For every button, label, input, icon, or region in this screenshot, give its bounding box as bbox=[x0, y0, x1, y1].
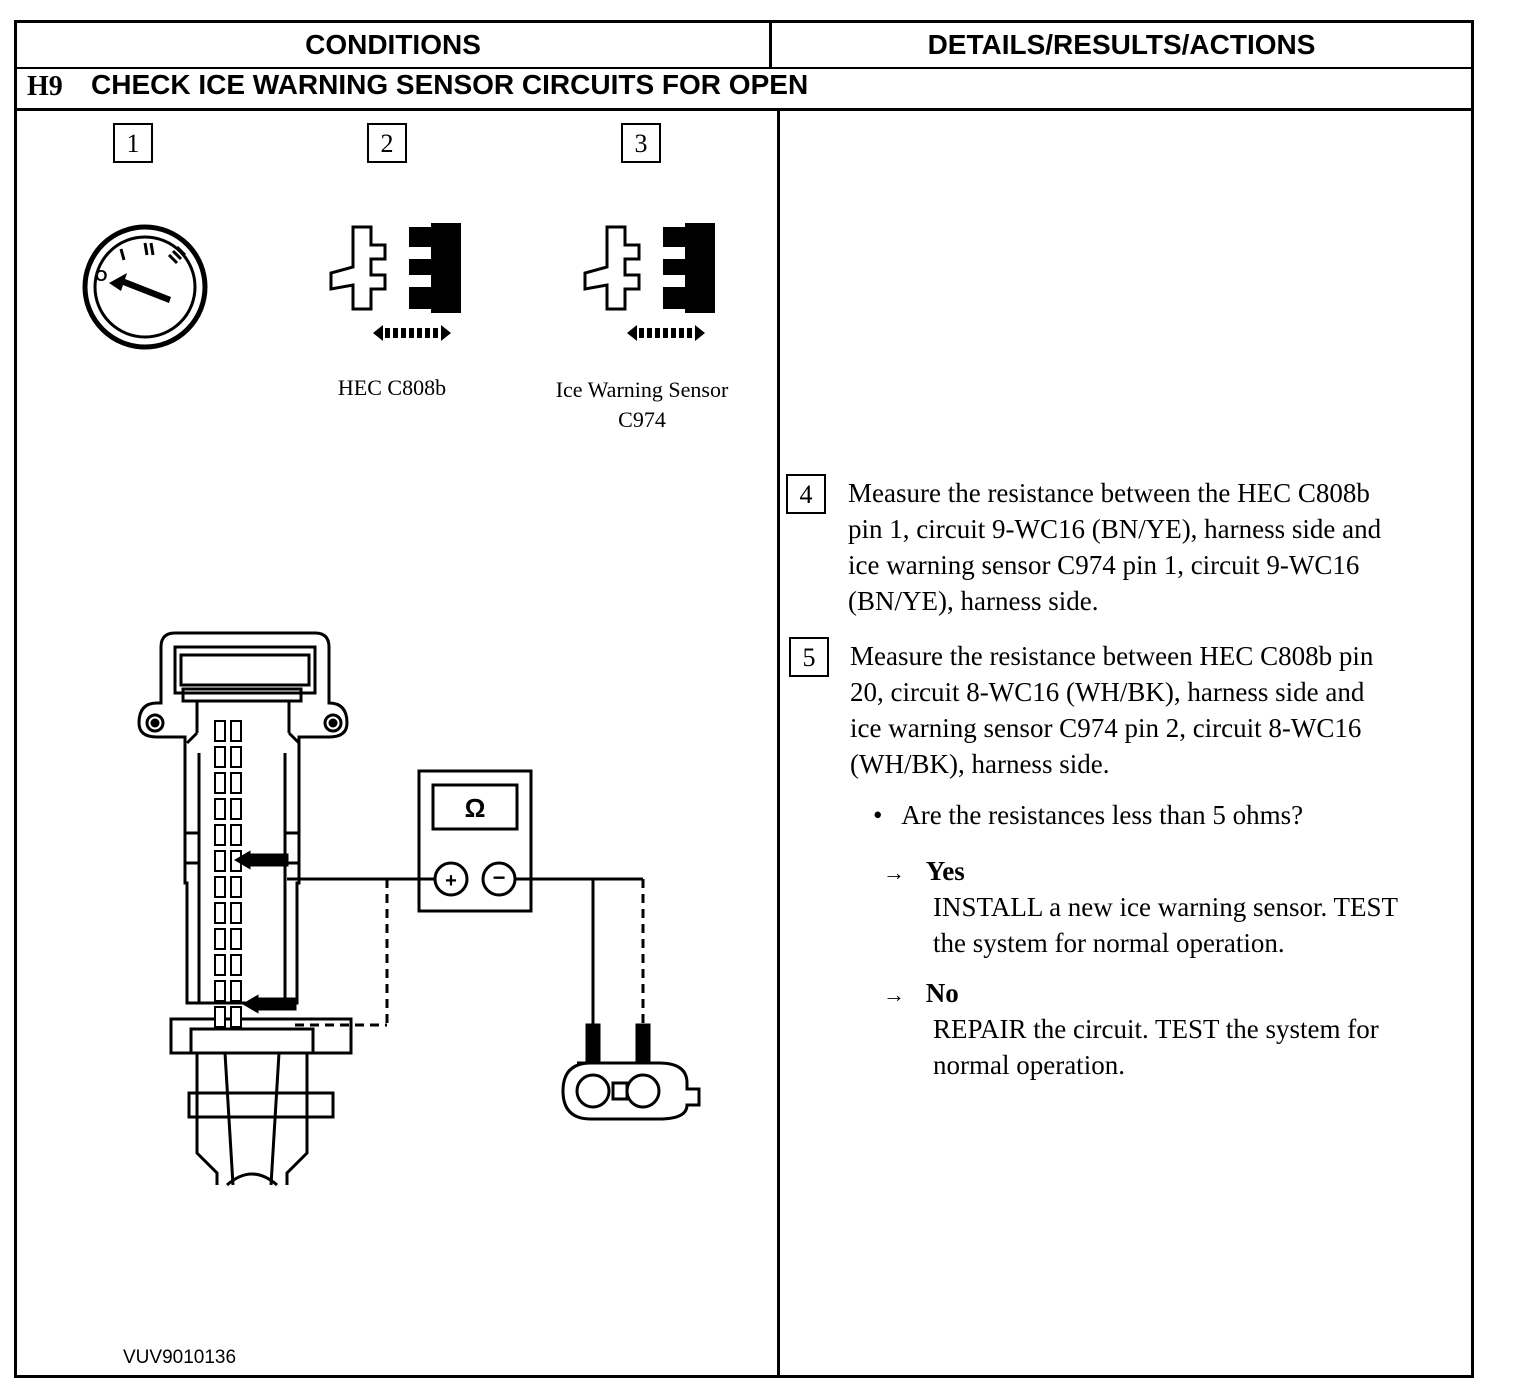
yes-label: Yes bbox=[925, 856, 965, 886]
action-line: normal operation. bbox=[933, 1050, 1125, 1080]
step-5-instruction: Measure the resistance between HEC C808b… bbox=[850, 638, 1465, 782]
conditions-header: CONDITIONS bbox=[17, 23, 772, 67]
instruction-line: ice warning sensor C974 pin 1, circuit 9… bbox=[848, 550, 1360, 580]
action-line: the system for normal operation. bbox=[933, 928, 1285, 958]
ohmmeter: Ω + − bbox=[417, 769, 533, 913]
step-number-2: 2 bbox=[367, 123, 407, 163]
instruction-line: (BN/YE), harness side. bbox=[848, 586, 1099, 616]
question-text: Are the resistances less than 5 ohms? bbox=[901, 800, 1304, 830]
test-wires bbox=[287, 877, 645, 1027]
table-header: CONDITIONS DETAILS/RESULTS/ACTIONS bbox=[17, 23, 1471, 69]
svg-text:−: − bbox=[493, 865, 506, 890]
column-divider bbox=[777, 111, 780, 1375]
ohm-symbol: Ω bbox=[465, 793, 486, 823]
svg-text:+: + bbox=[445, 870, 457, 892]
diagnostic-table: CONDITIONS DETAILS/RESULTS/ACTIONS H9 CH… bbox=[14, 20, 1474, 1378]
connector-disconnect-icon bbox=[583, 223, 715, 341]
probe-leads bbox=[234, 850, 297, 1014]
instruction-line: 20, circuit 8-WC16 (WH/BK), harness side… bbox=[850, 677, 1365, 707]
details-header: DETAILS/RESULTS/ACTIONS bbox=[927, 29, 1316, 60]
svg-text:O: O bbox=[95, 268, 107, 285]
figure-id: VUV9010136 bbox=[123, 1347, 237, 1368]
instruction-line: pin 1, circuit 9-WC16 (BN/YE), harness s… bbox=[848, 514, 1382, 544]
arrow-right-icon: → bbox=[883, 982, 905, 1007]
no-label: No bbox=[925, 978, 959, 1008]
instruction-line: ice warning sensor C974 pin 2, circuit 8… bbox=[850, 713, 1362, 743]
wiring-diagram: Ω + − bbox=[137, 631, 701, 1187]
arrow-right-icon: → bbox=[883, 860, 905, 885]
no-branch: → No bbox=[883, 975, 959, 1013]
ice-warning-sensor-connector bbox=[561, 1023, 701, 1121]
yes-branch: → Yes bbox=[883, 853, 965, 891]
step-id: H9 bbox=[27, 71, 63, 102]
instruction-line: Measure the resistance between the HEC C… bbox=[848, 478, 1370, 508]
action-line: REPAIR the circuit. TEST the system for bbox=[933, 1014, 1379, 1044]
action-line: INSTALL a new ice warning sensor. TEST bbox=[933, 892, 1398, 922]
step-number-4: 4 bbox=[786, 474, 826, 514]
step-number-3: 3 bbox=[621, 123, 661, 163]
question-bullet: • Are the resistances less than 5 ohms? bbox=[873, 797, 1303, 833]
hec-c808b-caption: HEC C808b bbox=[337, 375, 447, 400]
connector-pins bbox=[214, 720, 242, 1028]
step-4-instruction: Measure the resistance between the HEC C… bbox=[848, 475, 1463, 619]
caption-line: C974 bbox=[618, 407, 666, 432]
instruction-line: Measure the resistance between HEC C808b… bbox=[850, 641, 1374, 671]
connector-disconnect-icon bbox=[329, 223, 461, 341]
bullet-icon: • bbox=[873, 800, 883, 830]
instruction-line: (WH/BK), harness side. bbox=[850, 749, 1110, 779]
step-title-row: H9 CHECK ICE WARNING SENSOR CIRCUITS FOR… bbox=[17, 67, 1471, 111]
yes-action: INSTALL a new ice warning sensor. TEST t… bbox=[933, 889, 1398, 961]
step-title: CHECK ICE WARNING SENSOR CIRCUITS FOR OP… bbox=[91, 69, 809, 100]
no-action: REPAIR the circuit. TEST the system for … bbox=[933, 1011, 1379, 1083]
step-number-5: 5 bbox=[789, 637, 829, 677]
ice-warning-sensor-caption: Ice Warning Sensor C974 bbox=[517, 375, 767, 435]
caption-line: Ice Warning Sensor bbox=[555, 377, 729, 402]
ignition-switch-off-icon: O bbox=[82, 224, 208, 350]
step-number-1: 1 bbox=[113, 123, 153, 163]
hec-connector-c808b bbox=[137, 631, 353, 1187]
